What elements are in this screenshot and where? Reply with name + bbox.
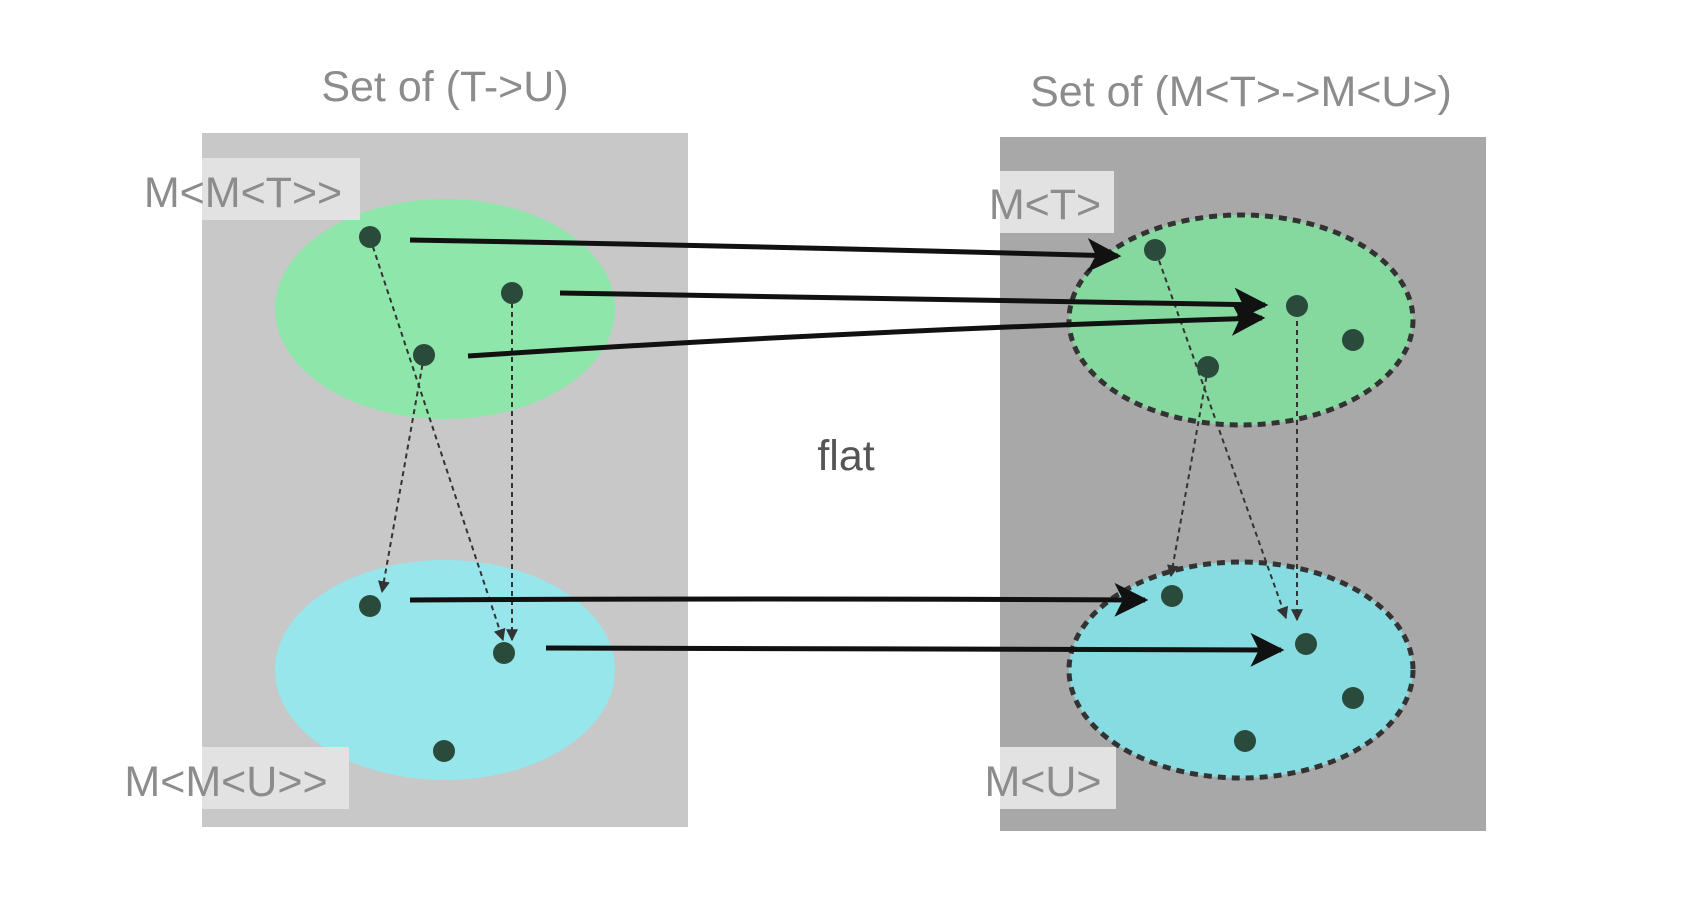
dot	[1161, 585, 1183, 607]
flat-arrow-4	[409, 582, 1149, 617]
right-upper-set-label: M<T>	[989, 181, 1101, 229]
dot	[433, 740, 455, 762]
left-dashed-arrow-1	[369, 237, 506, 642]
dot	[1342, 687, 1364, 709]
left-lower-set-label: M<M<U>>	[124, 758, 327, 806]
label-box-mmu	[202, 747, 349, 809]
dot	[1286, 295, 1308, 317]
dot	[413, 344, 435, 366]
dot	[1234, 730, 1256, 752]
flat-arrow-3	[467, 301, 1266, 359]
flat-arrow-1	[409, 237, 1122, 273]
left-cyan-set	[275, 560, 615, 780]
left-panel-title: Set of (T->U)	[321, 63, 568, 111]
label-box-mt	[1000, 171, 1114, 233]
left-upper-set-label: M<M<T>>	[144, 169, 342, 217]
label-box-mu	[1000, 747, 1116, 809]
dot	[1342, 329, 1364, 351]
dot	[1197, 356, 1219, 378]
left-dashed-arrow-3	[377, 355, 425, 594]
dot	[359, 226, 381, 248]
label-box-mmt	[202, 158, 360, 220]
right-dashed-arrow-1	[1155, 251, 1289, 620]
dot	[359, 595, 381, 617]
right-panel-title: Set of (M<T>->M<U>)	[1030, 68, 1452, 116]
flat-label: flat	[817, 432, 874, 480]
dot	[1144, 239, 1166, 261]
dot	[493, 642, 515, 664]
flat-arrow-5	[545, 632, 1285, 667]
right-cyan-set	[1066, 559, 1416, 781]
left-green-set	[275, 199, 615, 419]
dot	[1295, 633, 1317, 655]
right-lower-set-label: M<U>	[984, 758, 1101, 806]
dot	[501, 282, 523, 304]
flat-arrow-2	[559, 287, 1269, 322]
